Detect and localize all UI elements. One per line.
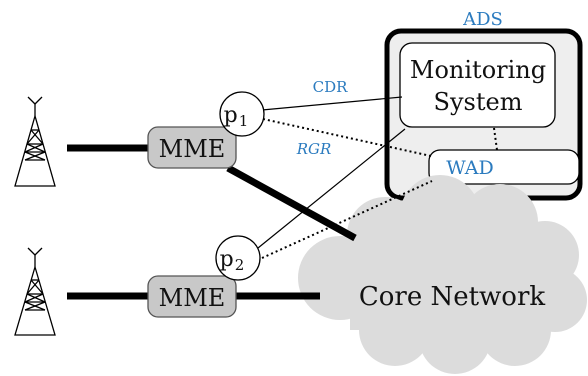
wad-box bbox=[428, 149, 580, 185]
mme-bottom-label: MME bbox=[159, 284, 226, 312]
wad-label: WAD bbox=[446, 157, 494, 179]
p2-subscript: 2 bbox=[235, 256, 245, 274]
core-network-cloud bbox=[298, 175, 587, 374]
cell-tower-icon-top bbox=[14, 96, 56, 187]
p1-rgr-link bbox=[262, 118, 432, 157]
mme-top-core-link bbox=[226, 164, 357, 242]
mme-top-label: MME bbox=[159, 135, 226, 163]
mme-bottom-box bbox=[147, 275, 237, 318]
p1-cdr-link bbox=[261, 96, 403, 111]
p1-subscript: 1 bbox=[239, 112, 249, 130]
p1-node bbox=[219, 91, 265, 137]
cell-tower-icon-bottom bbox=[14, 247, 56, 336]
ads-label: ADS bbox=[462, 9, 503, 30]
p2-node bbox=[215, 235, 261, 281]
cdr-label: CDR bbox=[313, 78, 349, 96]
mme-top-box bbox=[147, 126, 237, 169]
monitoring-system-box bbox=[399, 42, 556, 128]
p1-label: p1 bbox=[224, 103, 249, 130]
rgr-label: RGR bbox=[296, 140, 332, 158]
monitoring-wad-link bbox=[493, 127, 498, 151]
p2-label: p2 bbox=[220, 247, 245, 274]
p2-monitoring-link bbox=[257, 128, 406, 249]
core-network-label: Core Network bbox=[359, 282, 546, 312]
monitoring-system-label-line2: System bbox=[434, 88, 523, 116]
monitoring-system-label-line1: Monitoring bbox=[410, 56, 546, 84]
p2-wad-link bbox=[261, 180, 433, 259]
